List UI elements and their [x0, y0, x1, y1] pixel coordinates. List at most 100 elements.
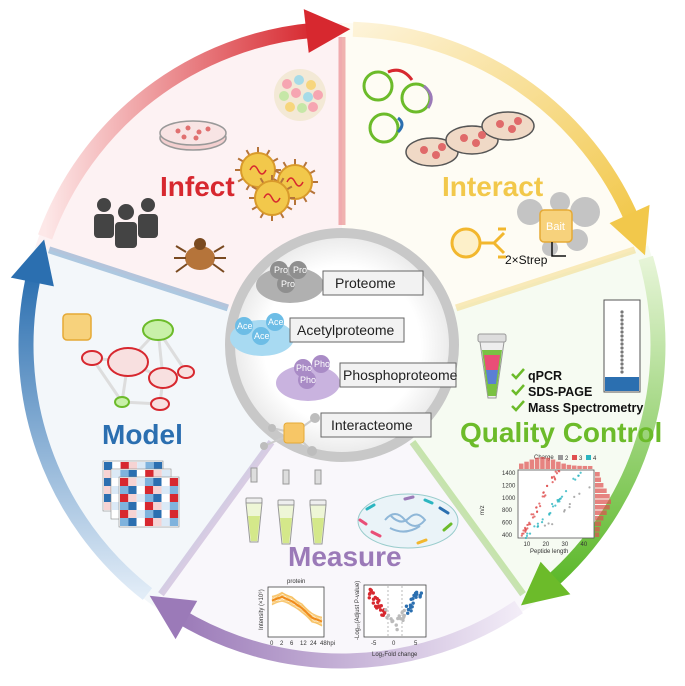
phosphoproteome-row: Pho Pho Pho Phosphoproteome: [276, 355, 458, 401]
lp-xtick-0: 0: [270, 641, 274, 647]
vp-xtick-1: 0: [392, 641, 396, 647]
infect-divider: [47, 246, 229, 312]
pipette-3: [314, 469, 322, 485]
cycle-ring: [10, 9, 666, 669]
model-arrowhead: [10, 239, 54, 287]
ace-bubble-3: Ace: [254, 331, 270, 341]
qc-item-mass-spec: Mass Spectrometry: [528, 401, 643, 415]
quality-control-label: Quality Control: [460, 417, 662, 448]
qc-checklist: qPCR SDS-PAGE Mass Spectrometry: [511, 368, 643, 415]
mz-ytick-3: 1000: [502, 496, 516, 502]
measure-label: Measure: [288, 541, 402, 572]
mz-xtick-2: 30: [562, 542, 569, 548]
interacteome-row: Interacteome: [260, 412, 432, 456]
charge-4: 4: [593, 456, 597, 462]
network-graph-icon: [62, 313, 195, 411]
segment-dividers: [47, 37, 637, 597]
charge-3: 3: [579, 456, 583, 462]
volcano-xlabel: Log₂Fold change: [372, 652, 418, 658]
phosphoproteome-label: Phosphoproteome: [343, 367, 458, 383]
interact-label: Interact: [442, 171, 543, 202]
pho-bubble-2: Pho: [314, 359, 330, 369]
pro-bubble-2: Pro: [293, 265, 307, 275]
tick-icon: [174, 238, 226, 273]
quality_control-arrowhead: [520, 561, 571, 606]
petri-dish-icon: [159, 120, 227, 151]
mz-ytick-4: 1200: [502, 483, 516, 489]
pho-bubble-3: Pho: [300, 375, 316, 385]
ace-bubble-1: Ace: [237, 321, 253, 331]
plasmid-cloning-icon: [362, 68, 433, 144]
pro-bubble-3: Pro: [281, 279, 295, 289]
measure-arc: [175, 600, 523, 669]
mz-xtick-3: 40: [581, 542, 588, 548]
culture-dishes-icon: [405, 111, 535, 167]
pipette-1: [250, 467, 258, 483]
pipette-2: [282, 469, 290, 485]
quality-control-segment: Quality Control qPCR SDS-PAGE Mass Spect…: [460, 299, 662, 555]
infect-arrowhead: [303, 9, 351, 53]
mz-ytick-1: 600: [502, 521, 513, 527]
strep-tag-label: 2×Strep: [505, 253, 548, 267]
vp-xtick-2: 5: [414, 641, 418, 647]
proteome-row: Pro Pro Pro Proteome: [256, 261, 424, 303]
pcr-tube-icon: [477, 333, 507, 399]
pho-bubble-1: Pho: [296, 363, 312, 373]
line-plot-ylabel: Intensity (×10⁹): [258, 589, 265, 630]
acetylproteome-row: Ace Ace Ace Acetylproteome: [230, 313, 405, 356]
quality_control-arc: [544, 255, 666, 590]
infect-label: Infect: [160, 171, 235, 202]
interact-arc: [352, 21, 640, 225]
lp-xtick-4: 24: [310, 641, 317, 647]
lp-xtick-3: 12: [300, 641, 307, 647]
proteome-label: Proteome: [335, 275, 396, 291]
lp-xtick-2: 6: [290, 641, 294, 647]
cell-cluster-icon: [274, 69, 326, 121]
heatmap-stack-icon: [102, 460, 180, 528]
pro-bubble-1: Pro: [274, 265, 288, 275]
quality_control-divider: [455, 246, 637, 312]
acetylproteome-label: Acetylproteome: [297, 322, 394, 338]
lp-xtick-1: 2: [280, 641, 284, 647]
bait-label: Bait: [546, 221, 565, 233]
charge-2: 2: [565, 456, 569, 462]
center-panel: Pro Pro Pro Proteome Ace Ace Ace Acetylp…: [225, 228, 459, 462]
people-icon: [94, 198, 158, 248]
model-label: Model: [102, 419, 183, 450]
model-divider: [158, 440, 275, 597]
measure-arrowhead: [149, 595, 198, 640]
ace-bubble-2: Ace: [268, 317, 284, 327]
model-segment: Model: [62, 313, 195, 528]
line-plot-title: protein: [287, 579, 305, 585]
mz-xlabel: Peptide length: [530, 549, 568, 555]
bait-complex-icon: Bait 2×Strep: [505, 192, 600, 267]
measure-divider: [409, 440, 526, 597]
line-plot-xlabel: hpi: [327, 641, 335, 647]
vp-xtick-0: -5: [371, 641, 377, 647]
sample-tubes-icon: [245, 467, 327, 545]
virus-icon: [235, 147, 318, 221]
infect-arc: [38, 22, 316, 240]
lp-xtick-5: 48: [320, 641, 327, 647]
line-plot-mean: [271, 595, 323, 623]
mz-xtick-1: 20: [543, 542, 550, 548]
volcano-ylabel: -Log₁₀(Adjust P-value): [355, 581, 361, 640]
qc-item-sds-page: SDS-PAGE: [528, 385, 592, 399]
measure-segment: Measure protein Intensity (×10⁹): [245, 467, 459, 658]
measure-sector: [152, 345, 532, 667]
mz-xtick-0: 10: [524, 542, 531, 548]
cell-pathway-icon: [357, 493, 459, 549]
interacteome-label: Interacteome: [331, 417, 413, 433]
mz-ylabel: m/z: [480, 505, 486, 515]
interact-segment: Interact: [362, 68, 600, 267]
mz-ytick-2: 800: [502, 508, 513, 514]
interact-arrowhead: [609, 204, 650, 256]
mz-ytick-5: 1400: [502, 471, 516, 477]
infect-segment: Infect: [94, 69, 326, 273]
mz-ytick-0: 400: [502, 533, 513, 539]
qc-item-qpcr: qPCR: [528, 369, 562, 383]
